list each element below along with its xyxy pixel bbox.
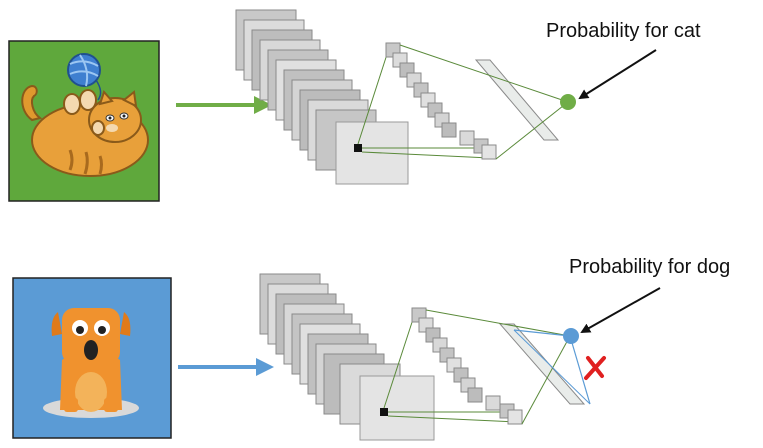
bottom-row: [12, 273, 661, 441]
dog-pointer-arrow: [580, 287, 661, 333]
cat-output-node: [560, 94, 576, 110]
dog-fc-column: [411, 307, 523, 425]
cat-probability-label: Probability for cat: [546, 20, 701, 42]
dog-output-node: [563, 328, 579, 344]
cat-output-layer: [399, 44, 569, 160]
cat-feature-maps: [235, 9, 409, 185]
cat-connections-1: [357, 44, 491, 159]
dog-input-arrow: [178, 358, 274, 376]
cat-pointer-arrow: [578, 49, 657, 100]
dog-probability-label: Probability for dog: [569, 256, 731, 278]
dog-output-layer: [425, 309, 591, 425]
cat-icon: [21, 53, 149, 177]
cross-mark-icon: [584, 356, 606, 380]
top-row: [8, 9, 657, 202]
cat-input-image: [8, 40, 160, 202]
dog-feature-maps: [259, 273, 435, 441]
cat-fc-column: [385, 42, 497, 160]
dog-connections-1: [383, 309, 517, 423]
dog-input-image: [12, 277, 172, 439]
dog-icon: [43, 308, 139, 418]
cat-input-arrow: [176, 96, 272, 114]
